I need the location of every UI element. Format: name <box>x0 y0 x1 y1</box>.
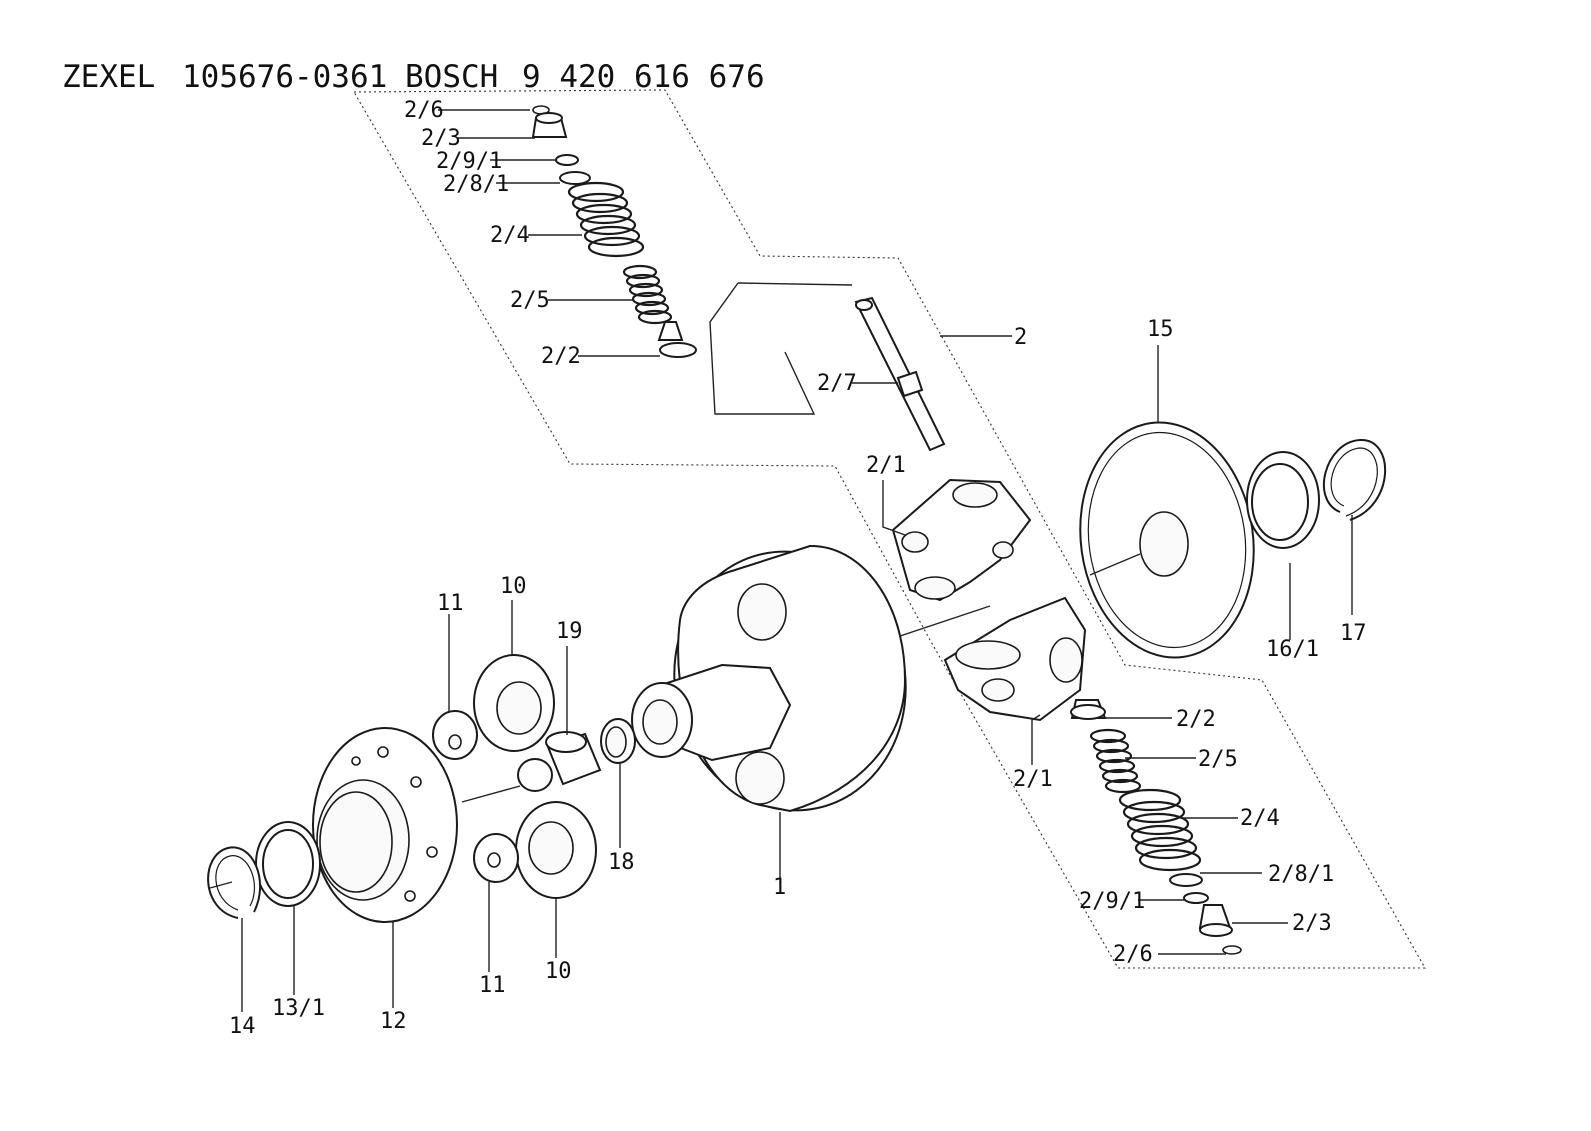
label-bottom-2-2: 2/2 <box>1176 707 1216 732</box>
plunger-2-7 <box>854 296 946 452</box>
label-19: 19 <box>556 619 583 644</box>
title-brand-zexel: ZEXEL <box>62 59 155 95</box>
roller-10-upper <box>473 654 555 752</box>
label-18: 18 <box>608 850 635 875</box>
label-top-2-6: 2/6 <box>404 98 444 123</box>
label-15: 15 <box>1147 317 1174 342</box>
housing-1 <box>631 544 907 813</box>
leader-lines <box>209 109 1353 1012</box>
title-zexel-code: 105676-0361 <box>182 59 387 95</box>
label-bottom-2-3: 2/3 <box>1292 911 1332 936</box>
washer-18 <box>600 718 636 764</box>
title-bosch-code: 9 420 616 676 <box>522 59 765 95</box>
label-2-1-upper: 2/1 <box>866 453 906 478</box>
label-bottom-2-4: 2/4 <box>1240 806 1280 831</box>
bushing-19 <box>517 731 602 792</box>
label-10-upper: 10 <box>500 574 527 599</box>
label-top-2-9-1: 2/9/1 <box>436 149 502 174</box>
upper-valve-group-outline <box>353 89 1426 969</box>
label-top-2-5: 2/5 <box>510 288 550 313</box>
label-bottom-2-8-1: 2/8/1 <box>1268 862 1334 887</box>
ring-13-1 <box>255 821 321 907</box>
circlip-14 <box>207 846 262 919</box>
label-17: 17 <box>1340 621 1367 646</box>
pin-11-upper <box>432 710 478 760</box>
pin-11-lower <box>473 833 519 883</box>
label-bottom-2-6: 2/6 <box>1113 942 1153 967</box>
label-top-2-3: 2/3 <box>421 126 461 151</box>
label-1: 1 <box>773 875 786 900</box>
label-2-7: 2/7 <box>817 371 857 396</box>
bottom-valve-stack <box>1070 699 1242 955</box>
ring-16-1 <box>1246 451 1320 549</box>
label-2: 2 <box>1014 325 1027 350</box>
label-top-2-2: 2/2 <box>541 344 581 369</box>
circlip-17 <box>1323 438 1387 521</box>
label-bottom-2-9-1: 2/9/1 <box>1079 889 1145 914</box>
top-valve-stack <box>531 105 697 358</box>
label-top-2-4: 2/4 <box>490 223 530 248</box>
label-11-lower: 11 <box>479 973 506 998</box>
flange-12 <box>312 727 458 923</box>
label-12: 12 <box>380 1009 407 1034</box>
roller-10-lower <box>515 801 597 899</box>
part-labels: 2/6 2/3 2/9/1 2/8/1 2/4 2/5 2/2 2/7 2 2/… <box>229 98 1367 1039</box>
label-13-1: 13/1 <box>272 996 325 1021</box>
label-11-upper: 11 <box>437 591 464 616</box>
label-14: 14 <box>229 1014 256 1039</box>
label-16-1: 16/1 <box>1266 637 1319 662</box>
label-bottom-2-5: 2/5 <box>1198 747 1238 772</box>
rotor-half-lower <box>943 596 1087 722</box>
label-10-lower: 10 <box>545 959 572 984</box>
plunger-box-outline <box>709 282 853 415</box>
cam-plate-15 <box>1079 421 1255 659</box>
label-top-2-8-1: 2/8/1 <box>443 172 509 197</box>
label-2-1-lower: 2/1 <box>1013 767 1053 792</box>
title-brand-bosch: BOSCH <box>405 59 498 95</box>
rotor-half-upper <box>891 478 1032 602</box>
